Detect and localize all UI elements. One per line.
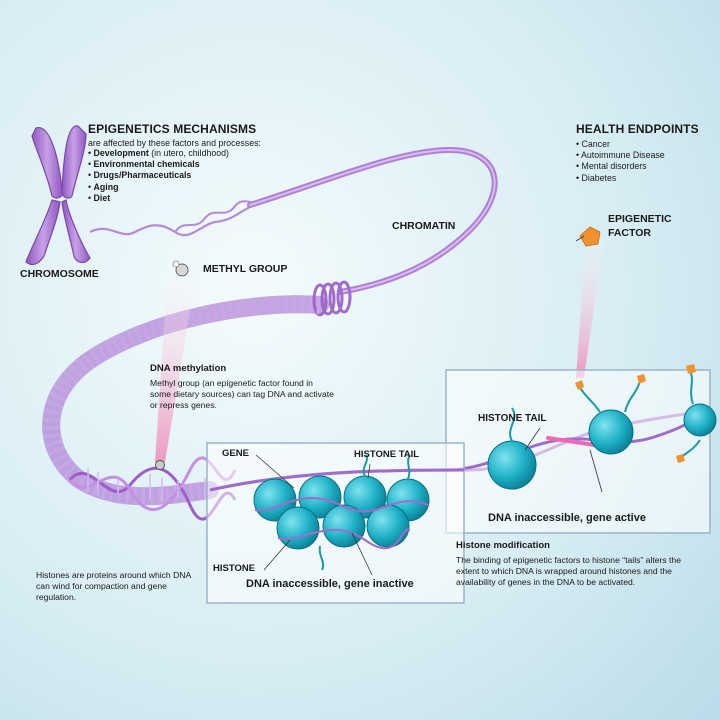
mechanism-item-bold: Diet [93, 192, 111, 203]
mechanism-item: Diet [88, 193, 338, 204]
histones-note: Histones are proteins around which DNA c… [36, 570, 191, 602]
mechanisms-list: Development (in utero, childhood)Environ… [88, 148, 338, 204]
methylation-title: DNA methylation [150, 363, 227, 374]
methyl-tag-icon [155, 460, 165, 470]
methyl-group-label: METHYL GROUP [203, 263, 288, 275]
methyl-group-icon [175, 263, 189, 277]
factor-beam [576, 238, 604, 378]
histone-tails-left [318, 454, 411, 571]
helix-rungs [87, 468, 206, 502]
mechanism-item: Environmental chemicals [88, 159, 338, 170]
health-item: Mental disorders [576, 161, 716, 172]
health-list: CancerAutoimmune DiseaseMental disorders… [576, 139, 716, 184]
histone-tail-label-left: HISTONE TAIL [354, 449, 420, 460]
histone-tail-label-right: HISTONE TAIL [478, 413, 547, 424]
epigenetic-factor-line2: FACTOR [608, 227, 651, 239]
mechanisms-subtitle: are affected by these factors and proces… [88, 138, 261, 148]
gene-label: GENE [222, 448, 249, 459]
health-title: HEALTH ENDPOINTS [576, 122, 699, 136]
mechanism-item-bold: Development [93, 148, 149, 158]
histone-mod-body: The binding of epigenetic factors to his… [456, 555, 681, 587]
chromosome-shape [25, 125, 91, 266]
mechanism-item-bold: Drugs/Pharmaceuticals [93, 170, 192, 181]
mechanism-item-bold: Aging [93, 181, 119, 192]
histone-label: HISTONE [213, 563, 256, 574]
methylation-body: Methyl group (an epigenetic factor found… [150, 378, 334, 410]
mechanism-item: Development (in utero, childhood) [88, 148, 338, 159]
epigenetic-factor-line1: EPIGENETIC [608, 213, 672, 225]
mechanism-item-detail: (in utero, childhood) [148, 148, 229, 158]
chromosome-label: CHROMOSOME [20, 268, 99, 280]
chromatin-label: CHROMATIN [392, 220, 456, 232]
histone-mod-title: Histone modification [456, 540, 550, 551]
loose-histones [487, 403, 717, 490]
supercoil-rings [42, 295, 321, 506]
histone-mod-block: Histone modification The binding of epig… [456, 540, 696, 588]
methylation-block: DNA methylation Methyl group (an epigene… [150, 363, 336, 411]
wrapped-dna [254, 497, 429, 550]
leader-lines [255, 235, 603, 576]
histone-mod-panel [445, 369, 711, 534]
gene-inactive-caption: DNA inaccessible, gene inactive [246, 578, 414, 590]
health-item: Cancer [576, 139, 716, 150]
health-block: HEALTH ENDPOINTS CancerAutoimmune Diseas… [576, 122, 716, 184]
gene-active-caption: DNA inaccessible, gene active [488, 512, 646, 524]
mechanisms-title: EPIGENETICS MECHANISMS [88, 122, 257, 136]
mechanisms-block: EPIGENETICS MECHANISMS are affected by t… [88, 122, 338, 204]
mechanism-item: Aging [88, 182, 338, 193]
methyl-beam [155, 265, 196, 462]
accessible-dna-segment [546, 436, 597, 447]
mechanism-item-bold: Environmental chemicals [93, 159, 200, 170]
epigenetic-factor-label: EPIGENETIC FACTOR [608, 212, 672, 240]
health-item: Autoimmune Disease [576, 150, 716, 161]
mechanism-item: Drugs/Pharmaceuticals [88, 170, 338, 181]
health-item: Diabetes [576, 173, 716, 184]
epigenetic-factor-icon [579, 226, 601, 247]
bound-factors [575, 364, 696, 463]
